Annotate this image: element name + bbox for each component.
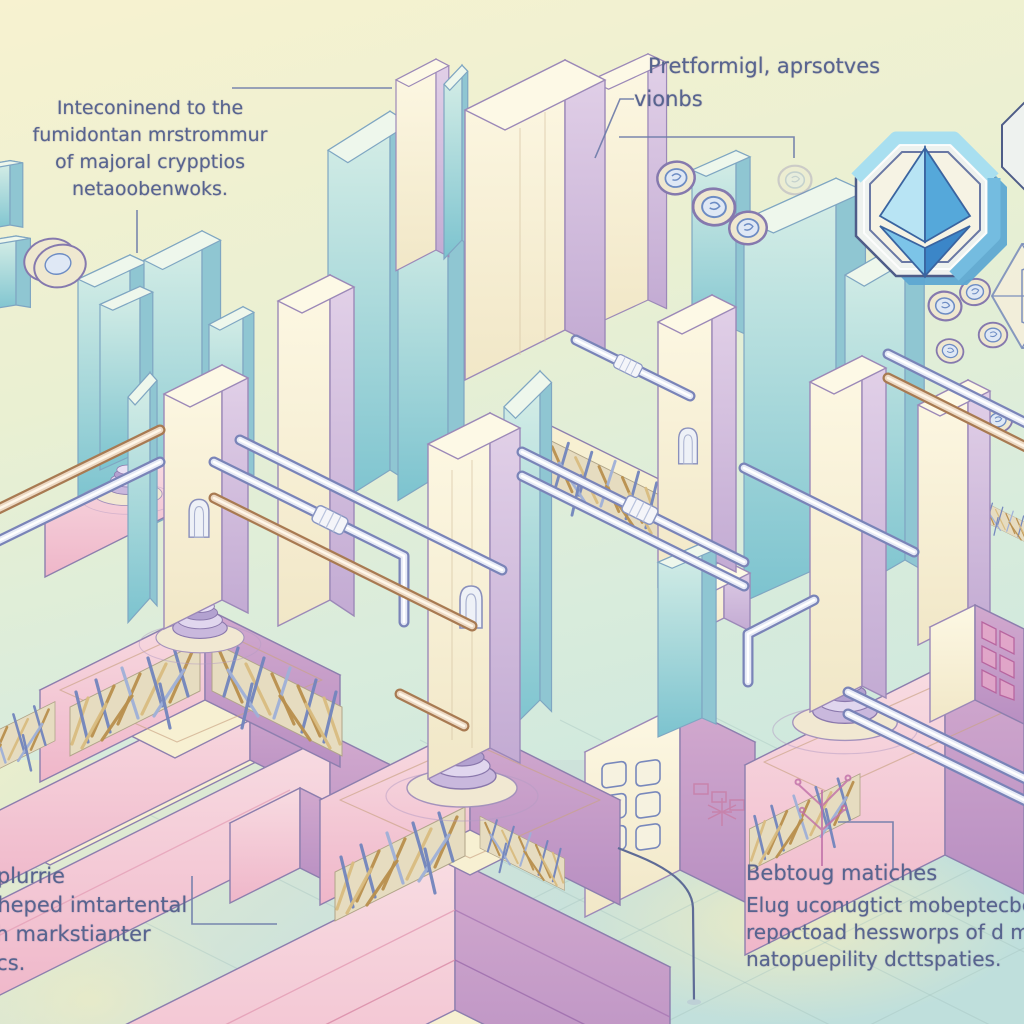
tower-top-center bbox=[463, 58, 607, 382]
annotation-line: netaoobenwoks. bbox=[72, 178, 228, 200]
tower-center bbox=[385, 370, 553, 822]
pink-grid-block bbox=[928, 603, 1024, 725]
annotation-line: fumidontan mrstrommur bbox=[32, 124, 268, 146]
mid-left-pillar bbox=[276, 273, 356, 628]
pink-tree-motif bbox=[794, 774, 852, 866]
hexagon-gem-icon bbox=[990, 243, 1024, 349]
coin-icon bbox=[977, 321, 1009, 349]
annotation-line: Elug uconugtict mobeptecber bbox=[746, 893, 1024, 917]
ethereum-diamond-icon bbox=[878, 145, 972, 279]
leader-lines bbox=[136, 98, 894, 925]
annotation-line: repoctoad hessworps of d mo bbox=[746, 920, 1024, 944]
annotation-bottom-right: Bebtoug matiches Elug uconugtict mobepte… bbox=[746, 860, 1024, 973]
coin-icon bbox=[726, 209, 770, 247]
annotation-heading: Bebtoug matiches bbox=[746, 861, 938, 885]
annotation-line: vionbs bbox=[634, 87, 703, 111]
annotation-top-middle: Pretformigl, aprsotves vionbs bbox=[634, 50, 880, 116]
ethereum-badge-icon bbox=[851, 131, 1007, 285]
annotation-line: Pretformigl, aprsotves bbox=[648, 54, 881, 78]
thin-wire bbox=[617, 846, 701, 1005]
lying-coin-icon bbox=[23, 237, 87, 289]
annotation-line: Inteconinend to the bbox=[56, 97, 244, 119]
annotation-line: Sheped imtartental bbox=[0, 893, 188, 917]
partial-octagon-badge-icon bbox=[1001, 101, 1024, 191]
annotation-bottom-left: oplurrie Sheped imtartental ch markstian… bbox=[0, 862, 187, 978]
annotation-line: kcs. bbox=[0, 951, 26, 975]
tower-far-right bbox=[916, 378, 992, 647]
leader-top-middle-2 bbox=[619, 136, 795, 158]
leader-bottom-right bbox=[838, 821, 894, 870]
annotation-line: ch markstianter bbox=[0, 922, 151, 946]
snowflake-motif bbox=[693, 783, 745, 826]
terrace-corner bbox=[125, 858, 672, 1024]
leader-bottom-left bbox=[191, 876, 277, 925]
annotation-line: natopuepility dcttspaties. bbox=[746, 947, 1002, 971]
coin-icon bbox=[777, 164, 813, 196]
annotation-top-left: Inteconinend to the fumidontan mrstrommu… bbox=[16, 95, 284, 203]
terrace-steps bbox=[0, 683, 672, 1024]
pink-windows bbox=[981, 620, 1015, 701]
tower-left bbox=[127, 363, 262, 665]
leader-top-middle bbox=[594, 98, 634, 159]
annotation-line: oplurrie bbox=[0, 864, 65, 888]
annotation-line: of majoral crypptios bbox=[54, 151, 246, 173]
